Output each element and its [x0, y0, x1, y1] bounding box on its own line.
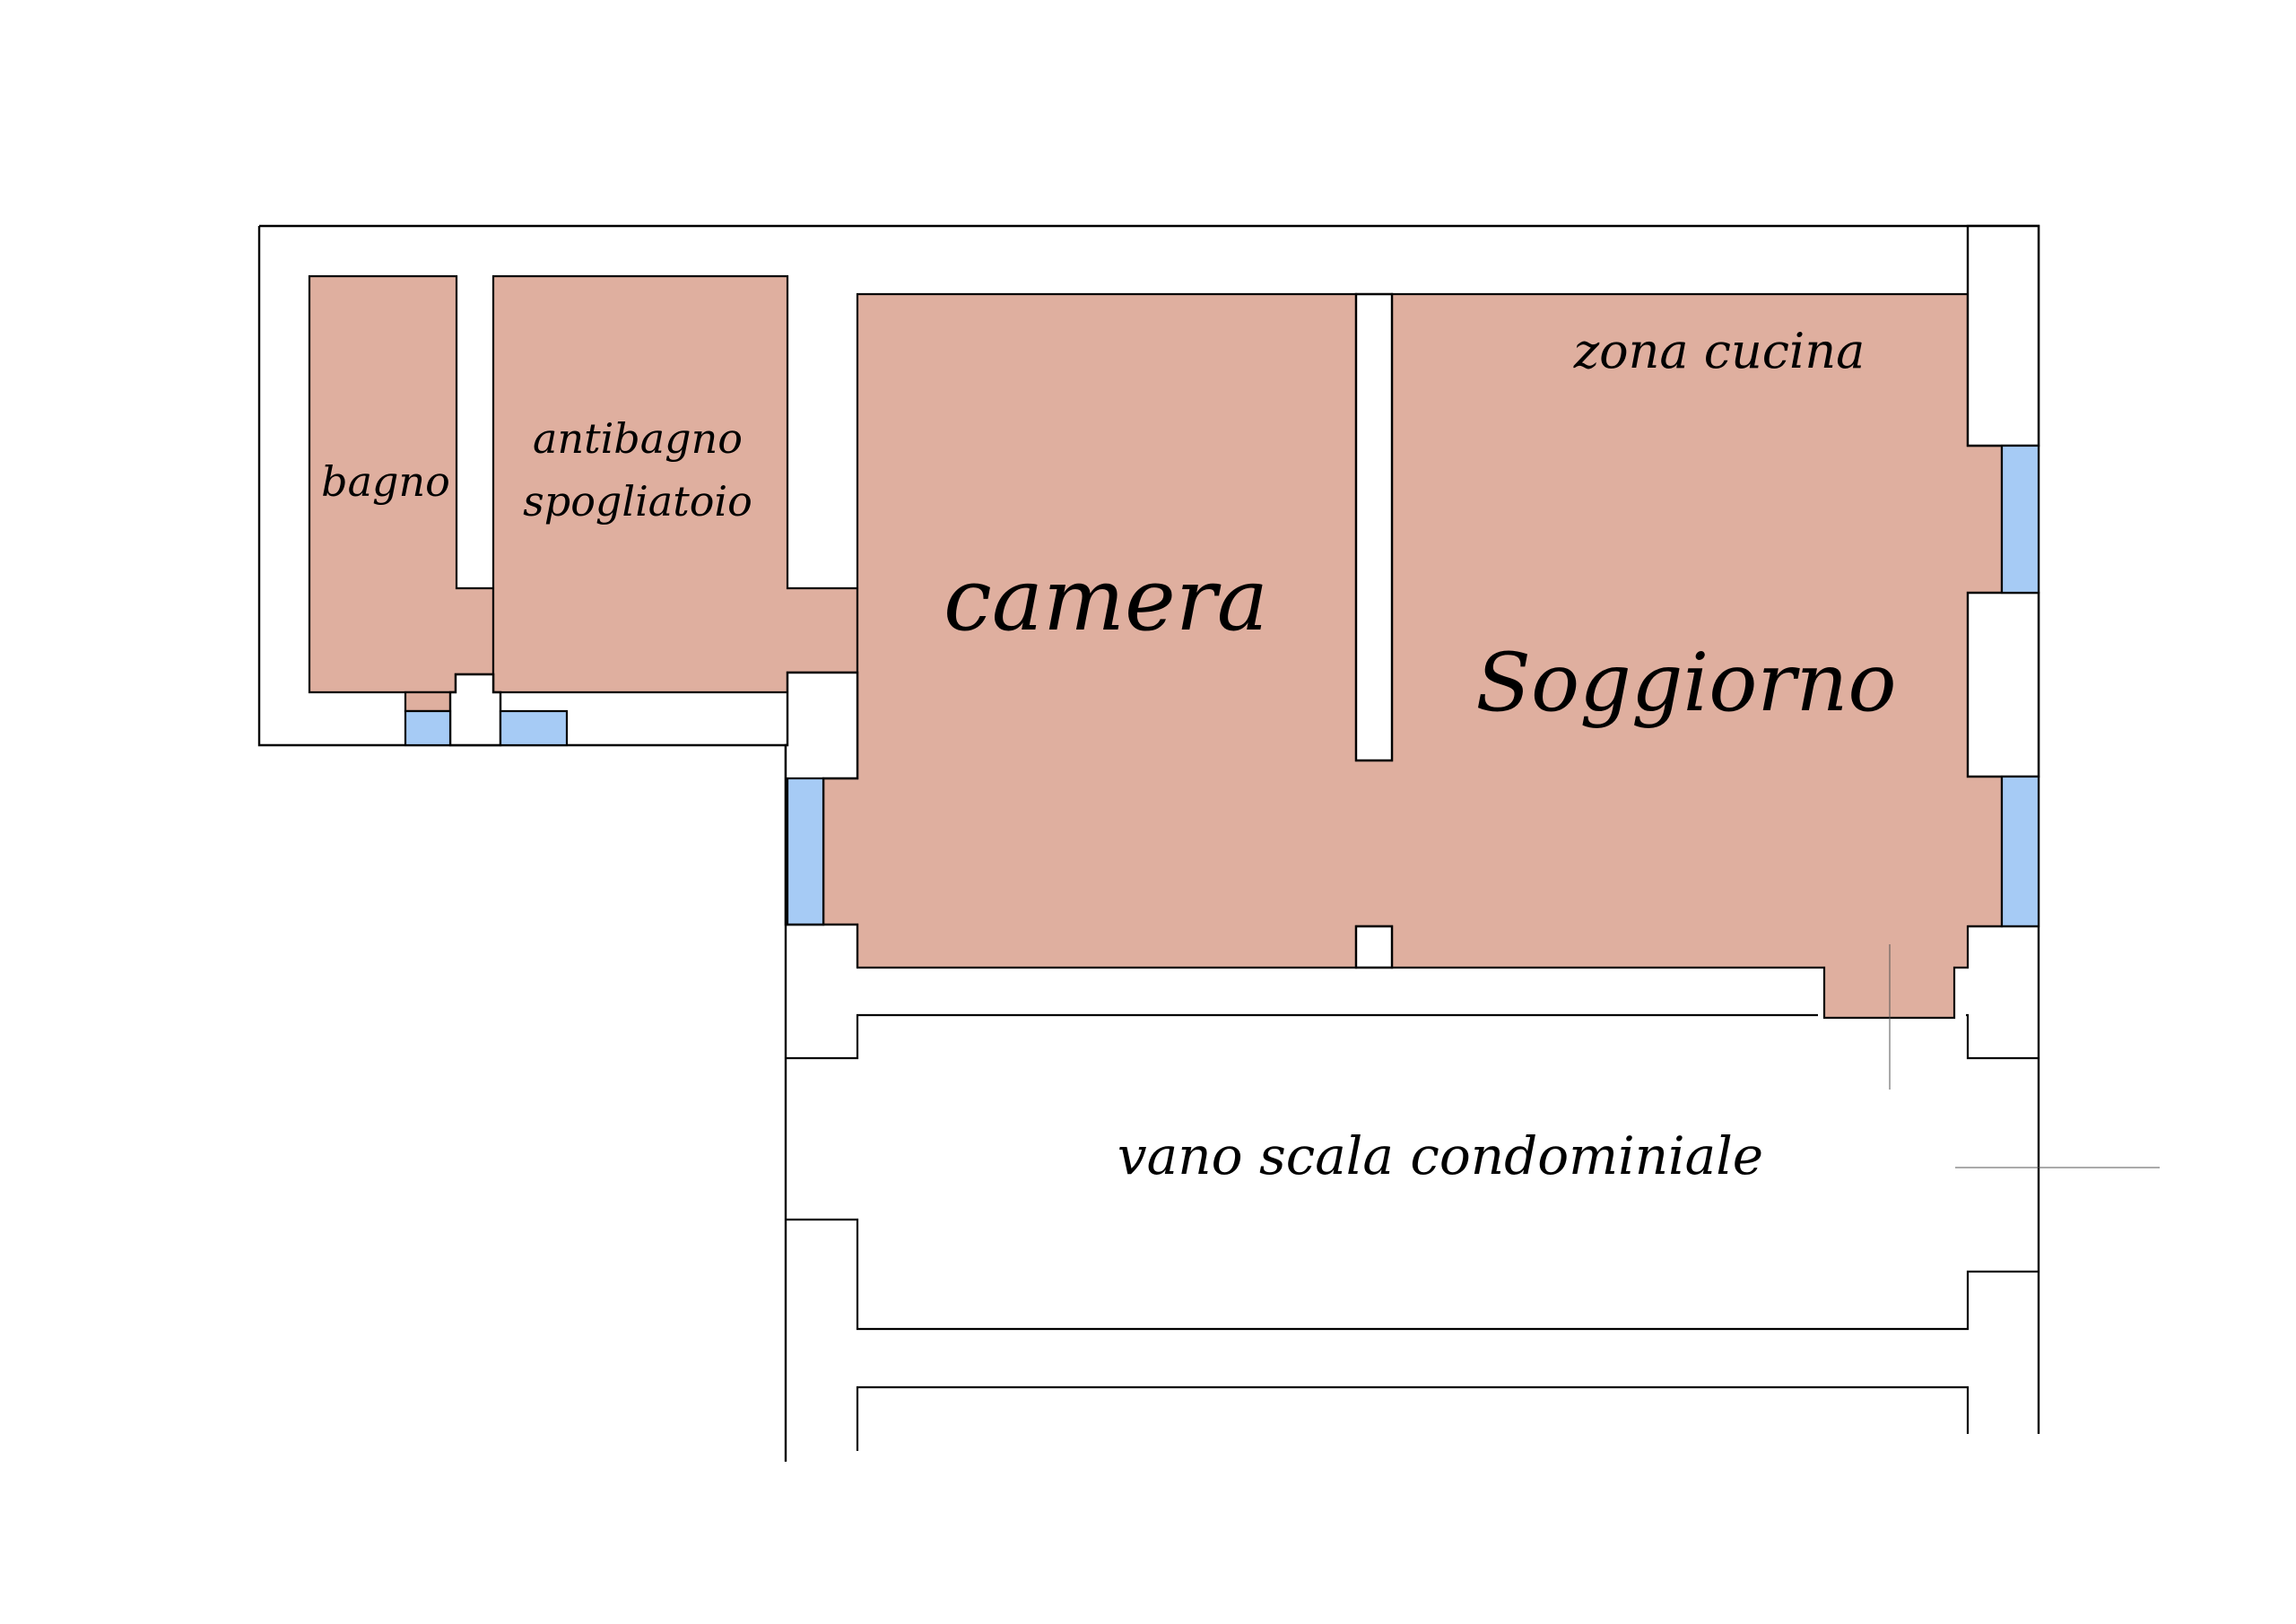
stair-wall-left-step: [786, 923, 859, 968]
label-antibagno: antibagno: [533, 414, 743, 463]
wall-camera-soggiorno: [1354, 292, 1394, 762]
label-zona-cucina: zona cucina: [1573, 323, 1866, 379]
window-antibagno: [499, 709, 569, 747]
wall-pillar: [448, 673, 502, 747]
stair-wall-lower: [786, 1218, 2039, 1331]
label-spogliatoio: spogliatoio: [523, 477, 752, 525]
wall-right-pier-mid: [1966, 591, 2040, 778]
window-kitchen: [2000, 444, 2040, 595]
label-bagno: bagno: [321, 457, 450, 506]
label-camera: camera: [944, 550, 1268, 650]
label-soggiorno: Soggiorno: [1475, 636, 1896, 730]
wall-camera-soggiorno-bottom: [1354, 925, 1394, 969]
window-camera: [786, 777, 825, 926]
window-bagno: [404, 709, 452, 747]
stair-wall-bottom: [856, 1385, 1970, 1451]
label-vano-scala: vano scala condominiale: [1118, 1125, 1763, 1186]
window-soggiorno: [2000, 775, 2040, 928]
wall-right-pier-top: [1966, 224, 2040, 447]
stair-wall-upper: [786, 1013, 2039, 1060]
